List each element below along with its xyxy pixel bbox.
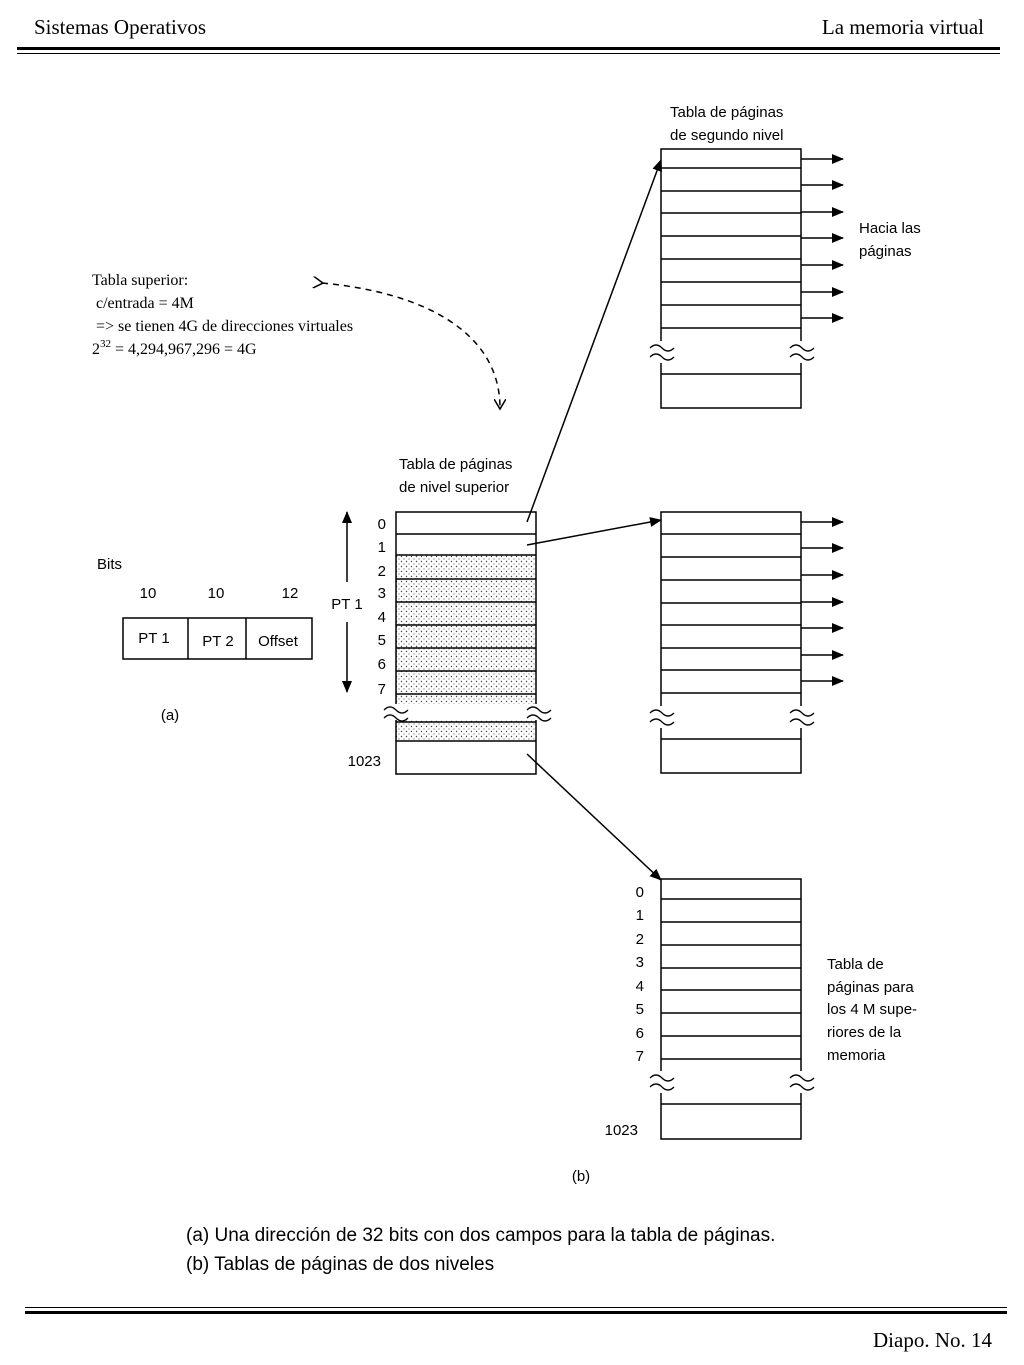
svg-text:7: 7 bbox=[636, 1048, 644, 1065]
part-b-label: (b) bbox=[572, 1168, 590, 1185]
footer-rule-thin bbox=[25, 1307, 1007, 1308]
svg-text:2: 2 bbox=[378, 563, 386, 580]
svg-text:Tabla superior:: Tabla superior: bbox=[92, 272, 188, 289]
svg-text:páginas para: páginas para bbox=[827, 979, 914, 996]
second-level-table-middle bbox=[660, 511, 802, 774]
svg-text:Offset: Offset bbox=[258, 633, 299, 650]
top-level-table bbox=[383, 511, 552, 775]
svg-text:2: 2 bbox=[636, 931, 644, 948]
svg-text:1: 1 bbox=[378, 539, 386, 556]
pt1-span-label: PT 1 bbox=[331, 596, 362, 613]
svg-text:Tabla de: Tabla de bbox=[827, 956, 884, 973]
svg-text:PT 1: PT 1 bbox=[138, 630, 169, 647]
svg-text:1023: 1023 bbox=[348, 753, 381, 770]
page-arrows-middle bbox=[801, 517, 844, 686]
svg-text:=> se tienen 4G de direcciones: => se tienen 4G de direcciones virtuales bbox=[92, 318, 353, 335]
svg-text:5: 5 bbox=[636, 1001, 644, 1018]
svg-text:de segundo nivel: de segundo nivel bbox=[670, 127, 783, 144]
second-level-table-title: Tabla de páginas de segundo nivel bbox=[670, 104, 783, 144]
svg-text:10: 10 bbox=[140, 585, 157, 602]
svg-text:12: 12 bbox=[282, 585, 299, 602]
svg-text:10: 10 bbox=[208, 585, 225, 602]
dashed-curved-arrow bbox=[322, 283, 500, 408]
upper-4m-table bbox=[660, 878, 802, 1140]
svg-text:c/entrada = 4M: c/entrada = 4M bbox=[92, 295, 194, 312]
svg-text:memoria: memoria bbox=[827, 1047, 886, 1064]
svg-text:0: 0 bbox=[636, 884, 644, 901]
svg-text:6: 6 bbox=[378, 656, 386, 673]
svg-text:páginas: páginas bbox=[859, 243, 912, 260]
header-right-title: La memoria virtual bbox=[821, 15, 984, 39]
top-table-annotation: Tabla superior: c/entrada = 4M => se tie… bbox=[92, 272, 353, 358]
break-marks-middle bbox=[649, 706, 815, 728]
svg-text:232 = 4,294,967,296 = 4G: 232 = 4,294,967,296 = 4G bbox=[92, 338, 257, 358]
svg-text:6: 6 bbox=[636, 1025, 644, 1042]
svg-text:1023: 1023 bbox=[605, 1122, 638, 1139]
break-marks-top bbox=[649, 341, 815, 363]
bits-label: Bits bbox=[97, 556, 122, 573]
page-arrows-top bbox=[801, 154, 844, 323]
svg-text:4: 4 bbox=[378, 609, 386, 626]
address-fields bbox=[122, 617, 313, 660]
second-level-table-top bbox=[660, 148, 802, 409]
top-level-table-title: Tabla de páginas de nivel superior bbox=[399, 456, 512, 496]
svg-text:Tabla de páginas: Tabla de páginas bbox=[399, 456, 512, 473]
upper-4m-label: Tabla de páginas para los 4 M supe- rior… bbox=[827, 956, 917, 1064]
svg-text:de nivel superior: de nivel superior bbox=[399, 479, 509, 496]
svg-text:0: 0 bbox=[378, 516, 386, 533]
header-rule-thick bbox=[17, 47, 1000, 50]
svg-text:3: 3 bbox=[636, 954, 644, 971]
header-left-title: Sistemas Operativos bbox=[34, 15, 207, 39]
svg-text:1: 1 bbox=[636, 907, 644, 924]
pointer-arrows bbox=[526, 159, 662, 881]
footer-rule-thick bbox=[25, 1311, 1007, 1314]
svg-text:Hacia las: Hacia las bbox=[859, 220, 921, 237]
break-marks-bottom bbox=[649, 1071, 815, 1093]
top-level-indices: 0 1 2 3 4 5 6 7 1023 bbox=[348, 516, 386, 770]
svg-text:los 4 M supe-: los 4 M supe- bbox=[827, 1001, 917, 1018]
svg-text:PT 2: PT 2 bbox=[202, 633, 233, 650]
to-pages-label: Hacia las páginas bbox=[859, 220, 921, 260]
upper-4m-indices: 0 1 2 3 4 5 6 7 1023 bbox=[605, 884, 644, 1139]
svg-text:4: 4 bbox=[636, 978, 644, 995]
svg-text:5: 5 bbox=[378, 632, 386, 649]
header-rule-thin bbox=[17, 53, 1000, 54]
caption-line-1: (a) Una dirección de 32 bits con dos cam… bbox=[186, 1225, 776, 1246]
slide-number: Diapo. No. 14 bbox=[873, 1328, 992, 1352]
field-widths: 10 10 12 bbox=[140, 585, 299, 602]
svg-text:7: 7 bbox=[378, 681, 386, 698]
caption-line-2: (b) Tablas de páginas de dos niveles bbox=[186, 1254, 495, 1275]
svg-text:Tabla de páginas: Tabla de páginas bbox=[670, 104, 783, 121]
svg-text:3: 3 bbox=[378, 585, 386, 602]
address-field-labels: PT 1 PT 2 Offset bbox=[138, 630, 298, 650]
part-a-label: (a) bbox=[161, 707, 179, 724]
svg-text:riores de la: riores de la bbox=[827, 1024, 902, 1041]
